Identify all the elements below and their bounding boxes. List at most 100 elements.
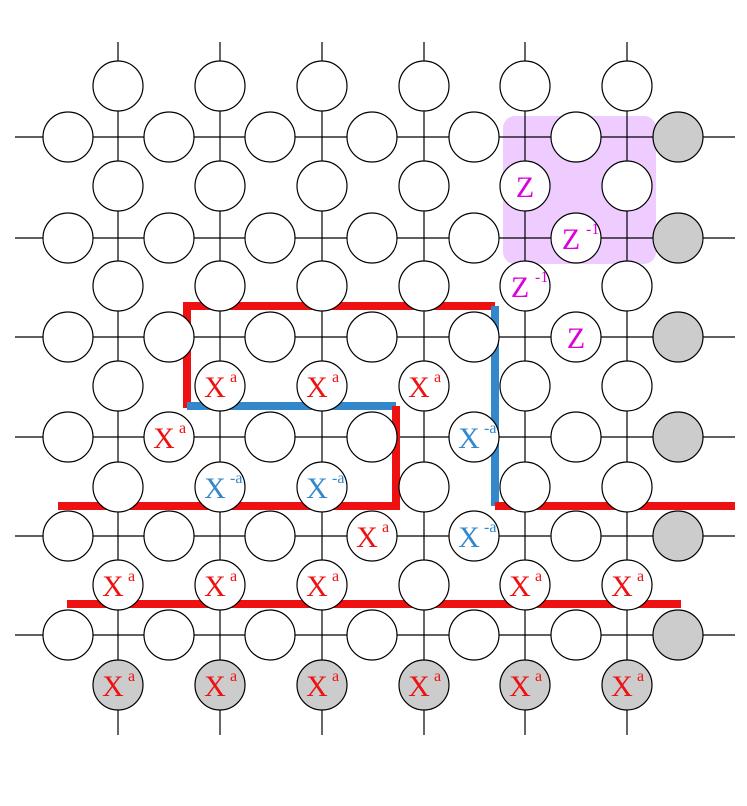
operator-label-base: Z	[567, 322, 585, 355]
lattice-site	[601, 60, 653, 112]
operator-label-exponent: a	[128, 668, 135, 685]
boundary-site	[499, 659, 551, 711]
lattice-site	[601, 260, 653, 312]
operator-label-base: X	[204, 670, 226, 703]
operator-label-base: X	[306, 371, 328, 404]
operator-label-exponent: a	[535, 668, 542, 685]
operator-label-base: Z	[516, 171, 534, 204]
lattice-site	[296, 260, 348, 312]
lattice-site	[194, 559, 246, 611]
boundary-site	[652, 411, 704, 463]
operator-label-exponent: a	[230, 369, 237, 386]
lattice-site	[92, 160, 144, 212]
lattice-site	[42, 510, 94, 562]
lattice-site	[143, 311, 195, 363]
lattice-site	[143, 111, 195, 163]
lattice-site	[499, 160, 551, 212]
lattice-site	[601, 559, 653, 611]
operator-label-exponent: -a	[230, 470, 242, 487]
operator-label-base: Z	[511, 271, 529, 304]
lattice-site	[550, 311, 602, 363]
boundary-site	[652, 311, 704, 363]
operator-label-exponent: a	[535, 568, 542, 585]
lattice-site	[194, 360, 246, 412]
operator-label-exponent: a	[332, 668, 339, 685]
boundary-site	[398, 659, 450, 711]
lattice-site	[550, 510, 602, 562]
boundary-site	[296, 659, 348, 711]
lattice-site	[448, 609, 500, 661]
operator-label-exponent: -a	[332, 470, 344, 487]
lattice-site	[42, 111, 94, 163]
plaquette-highlight	[503, 116, 656, 264]
lattice-site	[448, 510, 500, 562]
lattice-site	[296, 60, 348, 112]
operator-label-exponent: a	[637, 568, 644, 585]
operator-label-exponent: a	[332, 369, 339, 386]
lattice-site	[42, 311, 94, 363]
operator-label-base: X	[102, 570, 124, 603]
lattice-site	[499, 559, 551, 611]
operator-label-exponent: a	[230, 568, 237, 585]
lattice-site	[346, 411, 398, 463]
lattice-site	[448, 411, 500, 463]
lattice-site	[244, 311, 296, 363]
lattice-site	[601, 461, 653, 513]
lattice-site	[143, 212, 195, 264]
operator-label-base: X	[306, 570, 328, 603]
lattice-site	[448, 311, 500, 363]
lattice-site	[92, 559, 144, 611]
lattice-sites	[42, 60, 704, 711]
lattice-site	[346, 609, 398, 661]
operator-label-base: X	[306, 472, 328, 505]
boundary-site	[652, 212, 704, 264]
lattice-site	[42, 411, 94, 463]
lattice-site	[550, 411, 602, 463]
lattice-site	[92, 260, 144, 312]
operator-label-base: X	[458, 422, 480, 455]
lattice-site	[398, 60, 450, 112]
lattice-site	[550, 111, 602, 163]
operator-label-base: X	[408, 670, 430, 703]
operator-label-base: X	[306, 670, 328, 703]
lattice-site	[448, 212, 500, 264]
operator-label-exponent: a	[230, 668, 237, 685]
lattice-site	[448, 111, 500, 163]
lattice-site	[42, 212, 94, 264]
lattice-site	[601, 160, 653, 212]
lattice-site	[244, 510, 296, 562]
lattice-site	[194, 260, 246, 312]
lattice-site	[296, 559, 348, 611]
operator-label-base: X	[102, 670, 124, 703]
operator-label-exponent: a	[637, 668, 644, 685]
operator-label-base: X	[204, 472, 226, 505]
operator-label-base: X	[204, 570, 226, 603]
operator-label-base: X	[204, 371, 226, 404]
operator-label-exponent: -a	[484, 519, 496, 536]
lattice-site	[346, 212, 398, 264]
lattice-site	[296, 360, 348, 412]
lattice-site	[346, 111, 398, 163]
operator-label-base: X	[509, 570, 531, 603]
operator-label-base: X	[509, 670, 531, 703]
x-string-upper-loop	[183, 302, 495, 408]
operator-label-exponent: -1	[586, 221, 599, 238]
operator-label-exponent: a	[434, 369, 441, 386]
lattice-site	[296, 160, 348, 212]
operator-label-base: X	[458, 521, 480, 554]
lattice-site	[244, 411, 296, 463]
operator-label-exponent: a	[434, 668, 441, 685]
operator-label-base: X	[611, 570, 633, 603]
lattice-site	[550, 609, 602, 661]
lattice-site	[143, 510, 195, 562]
lattice-site	[398, 160, 450, 212]
lattice-site	[92, 461, 144, 513]
operator-label-base: Z	[562, 223, 580, 256]
lattice-site	[244, 111, 296, 163]
boundary-site	[601, 659, 653, 711]
lattice-site	[244, 609, 296, 661]
lattice-site	[194, 461, 246, 513]
lattice-site	[143, 609, 195, 661]
lattice-site	[398, 461, 450, 513]
